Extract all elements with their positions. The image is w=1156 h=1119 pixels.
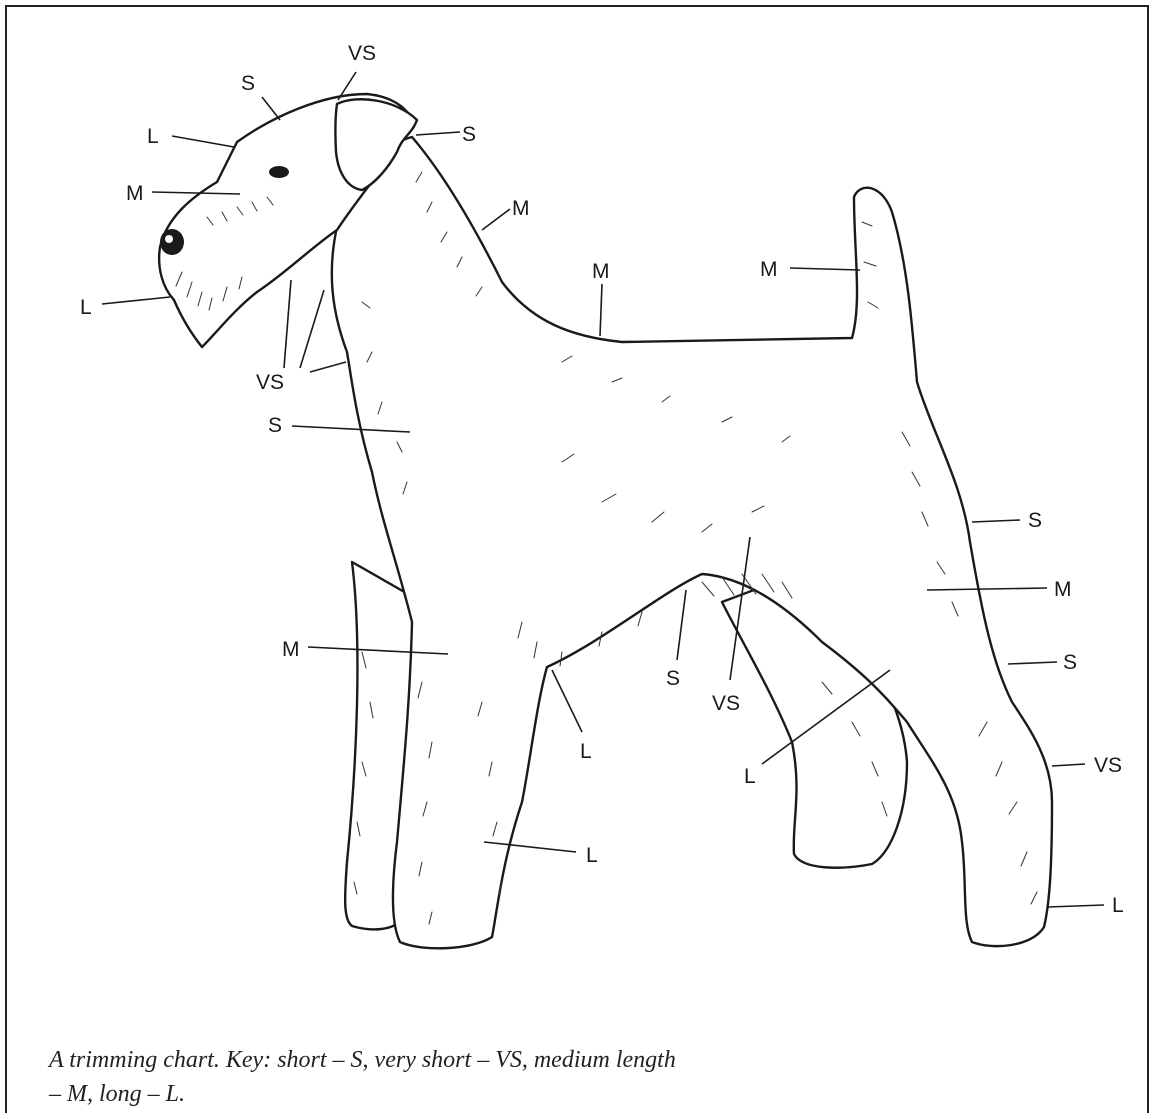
label-ear-back-s: S [462,123,476,146]
label-foreface-m: M [126,182,144,205]
label-underbody-s: S [666,667,680,690]
label-hock-vs: VS [1094,754,1122,777]
dog-nose [160,229,184,255]
label-brisket-l: L [580,740,592,763]
label-rump-s: S [1028,509,1042,532]
label-back-m: M [592,260,610,283]
figure-caption: A trimming chart. Key: short – S, very s… [49,1043,869,1111]
caption-line-1: A trimming chart. Key: short – S, very s… [49,1047,676,1073]
label-foreleg-l: L [586,844,598,867]
label-beard-l: L [80,296,92,319]
label-thigh-m: M [1054,578,1072,601]
label-elbow-m: M [282,638,300,661]
dog-eye [269,166,289,178]
label-chest-s: S [268,414,282,437]
label-belly-vs: VS [712,692,740,715]
caption-line-2: – M, long – L. [49,1081,185,1107]
label-stifle-l: L [744,765,756,788]
label-tail-m: M [760,258,778,281]
label-head-top-s: S [241,72,255,95]
label-throat-vs: VS [256,371,284,394]
dog-body [332,137,1052,948]
label-ear-vs: VS [348,42,376,65]
terrier-illustration: S VS L M L S M M M VS S M S VS L L L S M… [7,7,1151,1037]
figure-frame: S VS L M L S M M M VS S M S VS L L L S M… [5,5,1149,1113]
label-hindfoot-l: L [1112,894,1124,917]
label-brow-l: L [147,125,159,148]
label-hock-s: S [1063,651,1077,674]
label-neck-m: M [512,197,530,220]
